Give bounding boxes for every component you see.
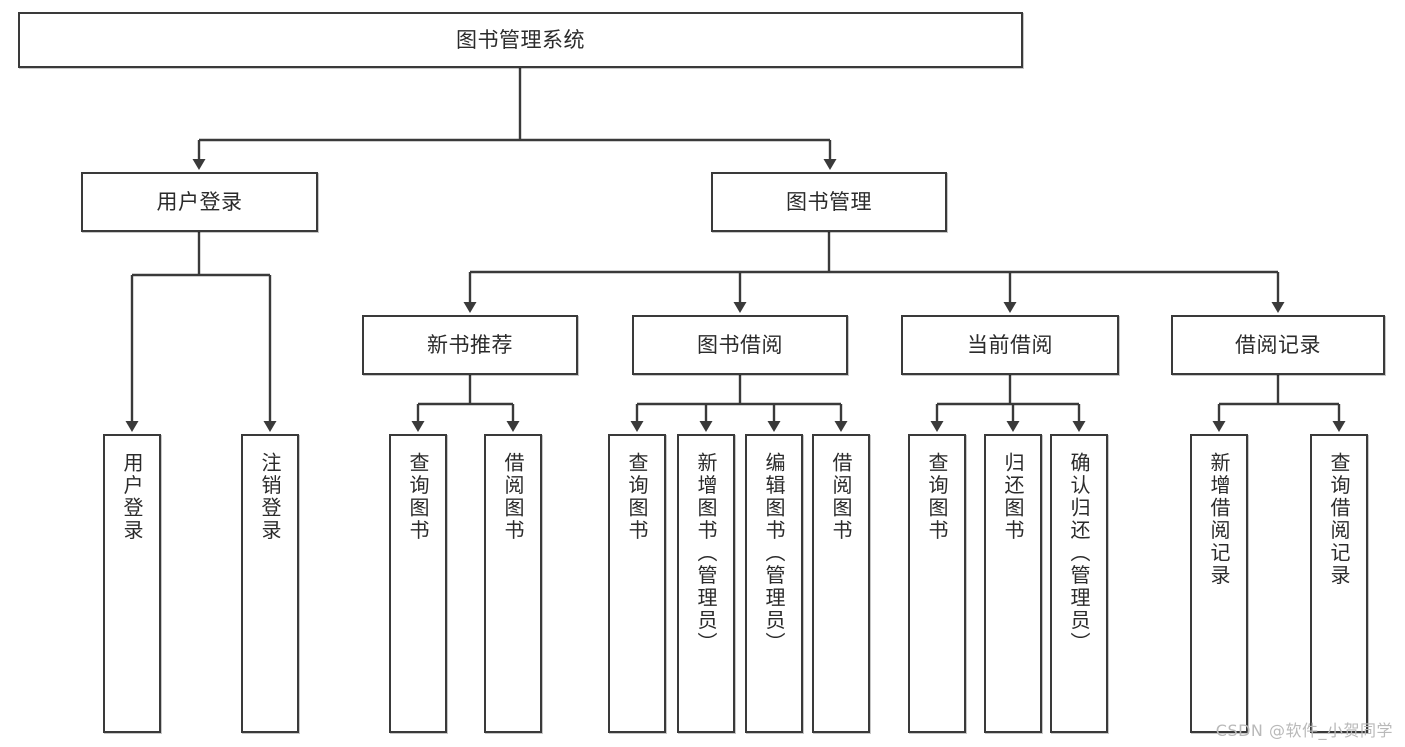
node-book-management[interactable]: 图书管理 (711, 172, 947, 232)
node-label: 图书借阅 (697, 332, 783, 357)
leaf-add-book-admin[interactable]: 新增图书（管理员） (677, 434, 735, 733)
leaf-query-book-recommend[interactable]: 查询图书 (389, 434, 447, 733)
leaf-return-book[interactable]: 归还图书 (984, 434, 1042, 733)
node-borrow-record[interactable]: 借阅记录 (1171, 315, 1385, 375)
leaf-user-login[interactable]: 用户登录 (103, 434, 161, 733)
node-label: 用户登录 (156, 189, 243, 214)
node-root-system[interactable]: 图书管理系统 (18, 12, 1023, 68)
node-label: 注销登录 (258, 452, 282, 542)
node-label: 归还图书 (1001, 452, 1025, 542)
csdn-watermark: CSDN @软件_小贺同学 (1215, 721, 1393, 740)
leaf-borrow-book-recommend[interactable]: 借阅图书 (484, 434, 542, 733)
leaf-edit-book-admin[interactable]: 编辑图书（管理员） (745, 434, 803, 733)
leaf-lend-book[interactable]: 借阅图书 (812, 434, 870, 733)
node-label: 查询图书 (625, 452, 649, 542)
leaf-query-book-borrow[interactable]: 查询图书 (608, 434, 666, 733)
leaf-query-borrow-record[interactable]: 查询借阅记录 (1310, 434, 1368, 733)
node-label: 新增图书（管理员） (694, 452, 718, 655)
node-label: 图书管理 (786, 189, 872, 214)
node-label: 借阅图书 (829, 452, 853, 542)
node-current-borrow[interactable]: 当前借阅 (901, 315, 1119, 375)
leaf-query-book-current[interactable]: 查询图书 (908, 434, 966, 733)
node-label: 借阅图书 (501, 452, 525, 542)
node-label: 新书推荐 (427, 332, 513, 357)
leaf-add-borrow-record[interactable]: 新增借阅记录 (1190, 434, 1248, 733)
node-label: 新增借阅记录 (1207, 452, 1231, 587)
node-label: 确认归还（管理员） (1067, 452, 1091, 655)
node-label: 图书管理系统 (456, 27, 585, 52)
node-label: 查询借阅记录 (1327, 452, 1351, 587)
node-label: 编辑图书（管理员） (762, 452, 786, 655)
node-label: 查询图书 (925, 452, 949, 542)
node-new-book-recommend[interactable]: 新书推荐 (362, 315, 578, 375)
node-user-login[interactable]: 用户登录 (81, 172, 318, 232)
leaf-logout[interactable]: 注销登录 (241, 434, 299, 733)
node-label: 当前借阅 (967, 332, 1053, 357)
leaf-confirm-return-admin[interactable]: 确认归还（管理员） (1050, 434, 1108, 733)
node-label: 借阅记录 (1235, 332, 1321, 357)
node-label: 用户登录 (120, 452, 144, 542)
node-book-borrow[interactable]: 图书借阅 (632, 315, 848, 375)
node-label: 查询图书 (406, 452, 430, 542)
